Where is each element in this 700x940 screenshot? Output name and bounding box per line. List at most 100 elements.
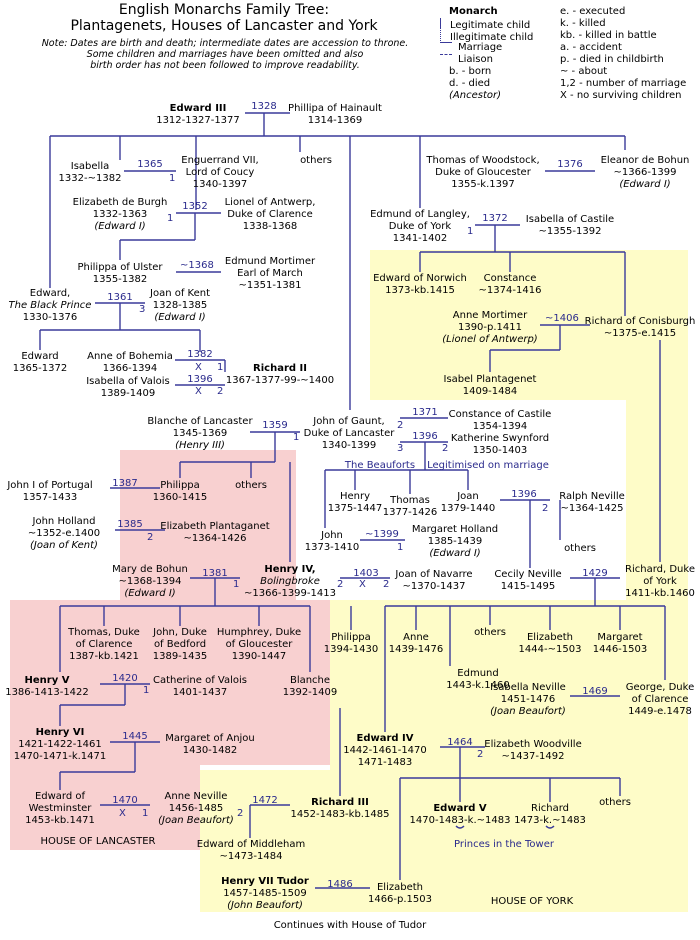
marriage-number: 1 bbox=[143, 685, 150, 696]
marriage-number: X bbox=[119, 808, 126, 819]
person-detail: 1385-1439 bbox=[427, 536, 483, 547]
person-detail: of Bedford bbox=[153, 639, 207, 650]
marriage-year: 1470 bbox=[112, 795, 138, 806]
person: Richard of Conisburgh~1375-e.1415 bbox=[570, 316, 700, 340]
legend-item: Marriage bbox=[440, 42, 502, 54]
person-detail: 1466-p.1503 bbox=[367, 894, 433, 905]
person-detail: (Joan of Kent) bbox=[30, 540, 98, 551]
person-name: Margaret Holland bbox=[411, 524, 499, 535]
person-name: Constance bbox=[483, 273, 537, 284]
person-name: Lionel of Antwerp, bbox=[224, 197, 316, 208]
marriage-year: 1376 bbox=[557, 159, 583, 170]
person-detail: 1451-1476 bbox=[500, 694, 556, 705]
person-name: Joan bbox=[457, 491, 479, 502]
person-detail: 1373-kb.1415 bbox=[385, 285, 455, 296]
person-detail: 1330-1376 bbox=[22, 312, 78, 323]
diagram-title: English Monarchs Family Tree:Plantagenet… bbox=[34, 2, 414, 34]
marriage-number: 1 bbox=[467, 226, 474, 237]
person-detail: (Edward I) bbox=[94, 221, 146, 232]
person: others bbox=[420, 627, 560, 639]
person-detail: (Edward I) bbox=[154, 312, 206, 323]
person-detail: of Clarence bbox=[75, 639, 133, 650]
footer-note: Continues with House of Tudor bbox=[273, 920, 427, 931]
person-name: Richard of Conisburgh bbox=[584, 316, 696, 327]
person: others bbox=[181, 480, 321, 492]
legend-item: d. - died bbox=[440, 78, 490, 90]
person-detail: 1332-~1382 bbox=[58, 173, 122, 184]
person-name: Enguerrand VII, bbox=[181, 155, 259, 166]
person-detail: (Joan Beaufort) bbox=[158, 815, 234, 826]
legend-abbrev: e. - executed bbox=[560, 6, 626, 17]
person-name: Edward IV bbox=[356, 733, 414, 744]
legend-item: Monarch bbox=[440, 6, 498, 18]
marriage-year: 1385 bbox=[117, 519, 143, 530]
person-detail: 1415-1495 bbox=[500, 581, 556, 592]
person-detail: ~1370-1437 bbox=[402, 581, 466, 592]
legend-abbrev: 1,2 - number of marriage bbox=[560, 78, 687, 89]
marriage-number: 2 bbox=[442, 443, 449, 454]
person-detail: Duke of Gloucester bbox=[435, 167, 531, 178]
person-name: John Holland bbox=[32, 516, 96, 527]
person-name: Thomas bbox=[390, 495, 430, 506]
person-name: Isabella of Valois bbox=[86, 376, 170, 387]
marriage-number: 2 bbox=[477, 749, 484, 760]
marriage-year: 1396 bbox=[412, 431, 438, 442]
legend-label: Liaison bbox=[458, 54, 493, 65]
person-detail: ~1352-e.1400 bbox=[27, 528, 101, 539]
legend-abbrev: kb. - killed in battle bbox=[560, 30, 657, 41]
person-name: John bbox=[321, 530, 343, 541]
person-name: Edward of bbox=[34, 791, 86, 802]
person-detail: of York bbox=[643, 576, 677, 587]
person-detail: ~1437-1492 bbox=[501, 751, 565, 762]
person-name: Margaret bbox=[597, 632, 643, 643]
person: Henry IV,Bolingbroke~1366-1399-1413 bbox=[220, 564, 360, 600]
person-name: Henry VI bbox=[35, 727, 85, 738]
person-name: Catherine of Valois bbox=[153, 675, 247, 686]
marriage-number: 1 bbox=[233, 579, 240, 590]
marriage-year: 1361 bbox=[107, 292, 133, 303]
person-name: Thomas, Duke bbox=[68, 627, 140, 638]
person-name: Elizabeth bbox=[526, 632, 573, 643]
person-detail: 1386-1413-1422 bbox=[5, 687, 89, 698]
person-name: Richard III bbox=[311, 797, 369, 808]
person-detail: 1411-kb.1460 bbox=[625, 588, 695, 599]
legend-abbrev: X - no surviving children bbox=[560, 90, 682, 101]
legend-label: Illegitimate child bbox=[450, 32, 534, 43]
person-name: Margaret of Anjou bbox=[165, 733, 255, 744]
person-name: John, Duke bbox=[153, 627, 207, 638]
person: Elizabeth Woodville~1437-1492 bbox=[463, 739, 603, 763]
house-label: HOUSE OF YORK bbox=[490, 896, 574, 907]
person-detail: 1449-e.1478 bbox=[628, 706, 692, 717]
legend-line-symbol bbox=[440, 42, 452, 48]
person-detail: ~1364-1426 bbox=[183, 533, 247, 544]
legend-item: Legitimate child bbox=[440, 18, 530, 32]
marriage-number: 2 bbox=[217, 386, 224, 397]
person-detail: Lord of Coucy bbox=[185, 167, 255, 178]
person-name: Isabella Neville bbox=[490, 682, 566, 693]
group-label: Legitimised on marriage bbox=[427, 460, 549, 471]
person-name: Joan of Kent bbox=[150, 288, 210, 299]
person-detail: 1453-kb.1471 bbox=[25, 815, 95, 826]
house-of-lancaster-region bbox=[10, 450, 382, 850]
person-name: Anne Neville bbox=[164, 791, 228, 802]
person-detail: 1421-1422-1461 bbox=[18, 739, 102, 750]
legend-label: d. - died bbox=[449, 78, 491, 89]
person-detail: 1379-1440 bbox=[440, 503, 496, 514]
person-detail: The Black Prince bbox=[8, 300, 92, 311]
person-detail: ~1473-1484 bbox=[219, 851, 283, 862]
person-name: Edward III bbox=[169, 103, 227, 114]
